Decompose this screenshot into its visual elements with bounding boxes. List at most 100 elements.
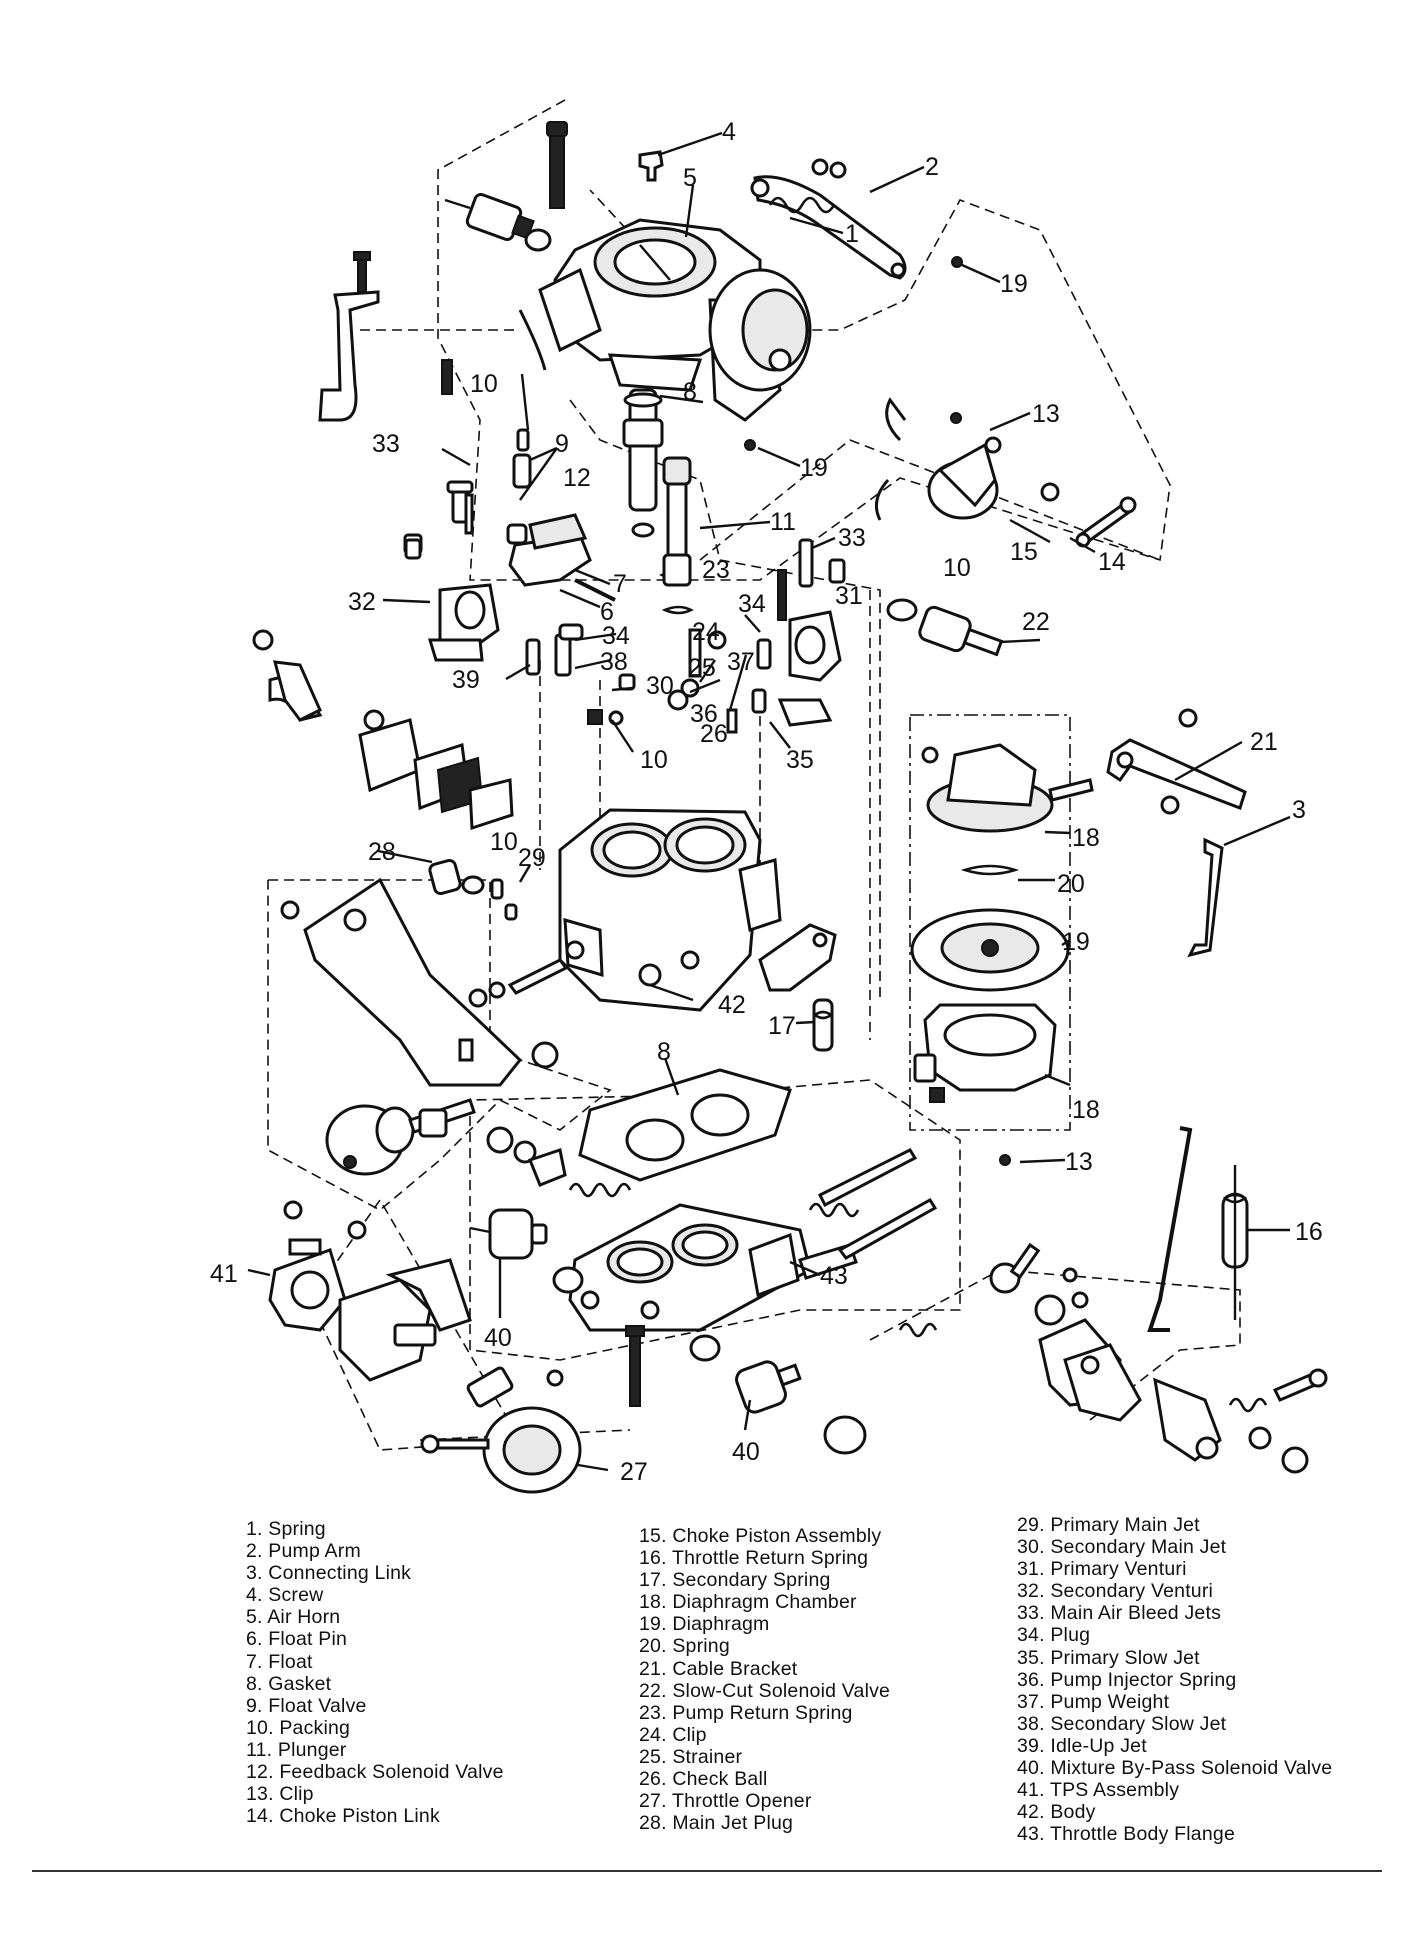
- throttle-return-spring: [1221, 1165, 1249, 1320]
- callout-19-top: 19: [1000, 270, 1028, 298]
- callout-labels: 4 2 1 5 19 13 15 14 19 8 10 9 33 12 11 3…: [210, 118, 1323, 1486]
- legend-item: 27. Throttle Opener: [639, 1790, 812, 1813]
- slow-cut-solenoid: [886, 598, 1004, 657]
- feedback-solenoid-valve: [622, 388, 664, 538]
- body-screw: [468, 958, 569, 1008]
- legend-item: 28. Main Jet Plug: [639, 1812, 794, 1835]
- legend-item: 34. Plug: [1017, 1624, 1091, 1647]
- clip-19-upper: [951, 256, 963, 268]
- legend-item: 16. Throttle Return Spring: [639, 1547, 869, 1570]
- legend-item: 21. Cable Bracket: [639, 1657, 798, 1680]
- callout-30: 30: [646, 672, 674, 700]
- legend-item: 23. Pump Return Spring: [639, 1701, 853, 1724]
- clip-13-upper: [950, 412, 962, 424]
- secondary-venturi: [404, 538, 500, 662]
- callout-41: 41: [210, 1260, 238, 1288]
- legend-item: 33. Main Air Bleed Jets: [1017, 1602, 1222, 1625]
- opener-diaphragm: [325, 1098, 476, 1176]
- legend-column-1: 1. Spring 2. Pump Arm 3. Connecting Link…: [246, 1518, 504, 1827]
- diaphragm-group-outline: [909, 714, 1071, 1131]
- diaphragm-spring: [960, 864, 1020, 876]
- callout-16: 16: [1295, 1218, 1323, 1246]
- legend-column-2: 15. Choke Piston Assembly 16. Throttle R…: [639, 1525, 890, 1834]
- legend-item: 31. Primary Venturi: [1017, 1558, 1187, 1581]
- legend-item: 20. Spring: [639, 1635, 730, 1658]
- legend-item: 11. Plunger: [246, 1738, 347, 1761]
- callout-40-right: 40: [732, 1438, 760, 1466]
- cable-bracket: [1106, 708, 1247, 815]
- callout-24: 24: [692, 618, 720, 646]
- diaphragm-chamber-lower: [913, 1003, 1057, 1103]
- throttle-body-flange: [568, 1203, 858, 1332]
- callout-25: 25: [688, 654, 716, 682]
- callout-7: 7: [613, 570, 627, 598]
- opener-group-outline: [267, 879, 612, 1211]
- air-horn-assembly: [518, 218, 812, 422]
- legend-item: 4. Screw: [246, 1584, 324, 1607]
- legend-item: 3. Connecting Link: [246, 1562, 412, 1585]
- callout-10-right: 10: [943, 554, 971, 582]
- callout-39: 39: [452, 666, 480, 694]
- main-jet-plug: [428, 858, 518, 921]
- callout-31: 31: [835, 582, 863, 610]
- mixture-bypass-solenoid-left: [469, 1208, 584, 1294]
- callout-40-left: 40: [484, 1324, 512, 1352]
- legend-item: 6. Float Pin: [246, 1628, 348, 1651]
- left-bracket: [318, 251, 380, 422]
- callout-15: 15: [1010, 538, 1038, 566]
- callout-18-lower: 18: [1072, 1096, 1100, 1124]
- legend-item: 36. Pump Injector Spring: [1017, 1668, 1237, 1691]
- long-screw: [546, 121, 568, 209]
- exploded-carburetor-diagram: 4 2 1 5 19 13 15 14 19 8 10 9 33 12 11 3…: [210, 99, 1328, 1494]
- carburetor-body: [558, 808, 837, 1012]
- legend-item: 1. Spring: [246, 1518, 326, 1540]
- diaphragm: [910, 908, 1070, 992]
- legend-item: 14. Choke Piston Link: [246, 1805, 440, 1828]
- callout-42: 42: [718, 991, 746, 1019]
- legend-item: 22. Slow-Cut Solenoid Valve: [639, 1679, 891, 1702]
- flange-gasket: [578, 1068, 792, 1182]
- connecting-link: [1187, 837, 1224, 958]
- legend-item: 2. Pump Arm: [246, 1540, 361, 1563]
- callout-3: 3: [1292, 796, 1306, 824]
- flange-springs: [486, 1126, 938, 1338]
- legend-item: 39. Idle-Up Jet: [1017, 1734, 1147, 1757]
- callout-1: 1: [845, 220, 859, 248]
- legend-item: 7. Float: [246, 1650, 313, 1673]
- parts-legend: 1. Spring 2. Pump Arm 3. Connecting Link…: [0, 1514, 1413, 1878]
- callout-2: 2: [925, 153, 939, 181]
- choke-group-outline: [699, 439, 1161, 561]
- legend-item: 8. Gasket: [246, 1672, 332, 1695]
- callout-19-mid: 19: [800, 454, 828, 482]
- choke-piston-link: [1040, 482, 1137, 548]
- body-group-outline: [569, 399, 881, 1000]
- legend-item: 30. Secondary Main Jet: [1017, 1536, 1227, 1559]
- opener-bracket: [280, 877, 559, 1087]
- secondary-spring: [812, 998, 834, 1052]
- choke-piston-assembly: [874, 397, 1002, 521]
- callout-23: 23: [702, 556, 730, 584]
- callout-5: 5: [683, 164, 697, 192]
- callout-22: 22: [1022, 608, 1050, 636]
- callout-18-top: 18: [1072, 824, 1100, 852]
- callout-27: 27: [620, 1458, 648, 1486]
- spring-1: [768, 196, 836, 214]
- callout-11: 11: [770, 508, 796, 536]
- callout-36: 36: [690, 700, 718, 728]
- callout-8-top: 8: [683, 378, 697, 406]
- primary-venturi: [777, 610, 842, 727]
- callout-20: 20: [1057, 870, 1085, 898]
- callout-17: 17: [768, 1012, 796, 1040]
- mixture-bypass-solenoid-right: [689, 1334, 867, 1455]
- choke-rod: [1147, 1126, 1193, 1332]
- legend-column-3: 29. Primary Main Jet 30. Secondary Main …: [1017, 1514, 1332, 1845]
- legend-item: 26. Check Ball: [639, 1768, 768, 1791]
- pump-return-spring: [661, 605, 694, 615]
- legend-item: 9. Float Valve: [246, 1694, 367, 1717]
- callout-34-left: 34: [602, 622, 630, 650]
- callout-43: 43: [820, 1262, 848, 1290]
- legend-item: 40. Mixture By-Pass Solenoid Valve: [1017, 1757, 1333, 1780]
- legend-item: 15. Choke Piston Assembly: [639, 1525, 882, 1547]
- legend-item: 24. Clip: [639, 1723, 707, 1746]
- callout-14: 14: [1098, 548, 1126, 576]
